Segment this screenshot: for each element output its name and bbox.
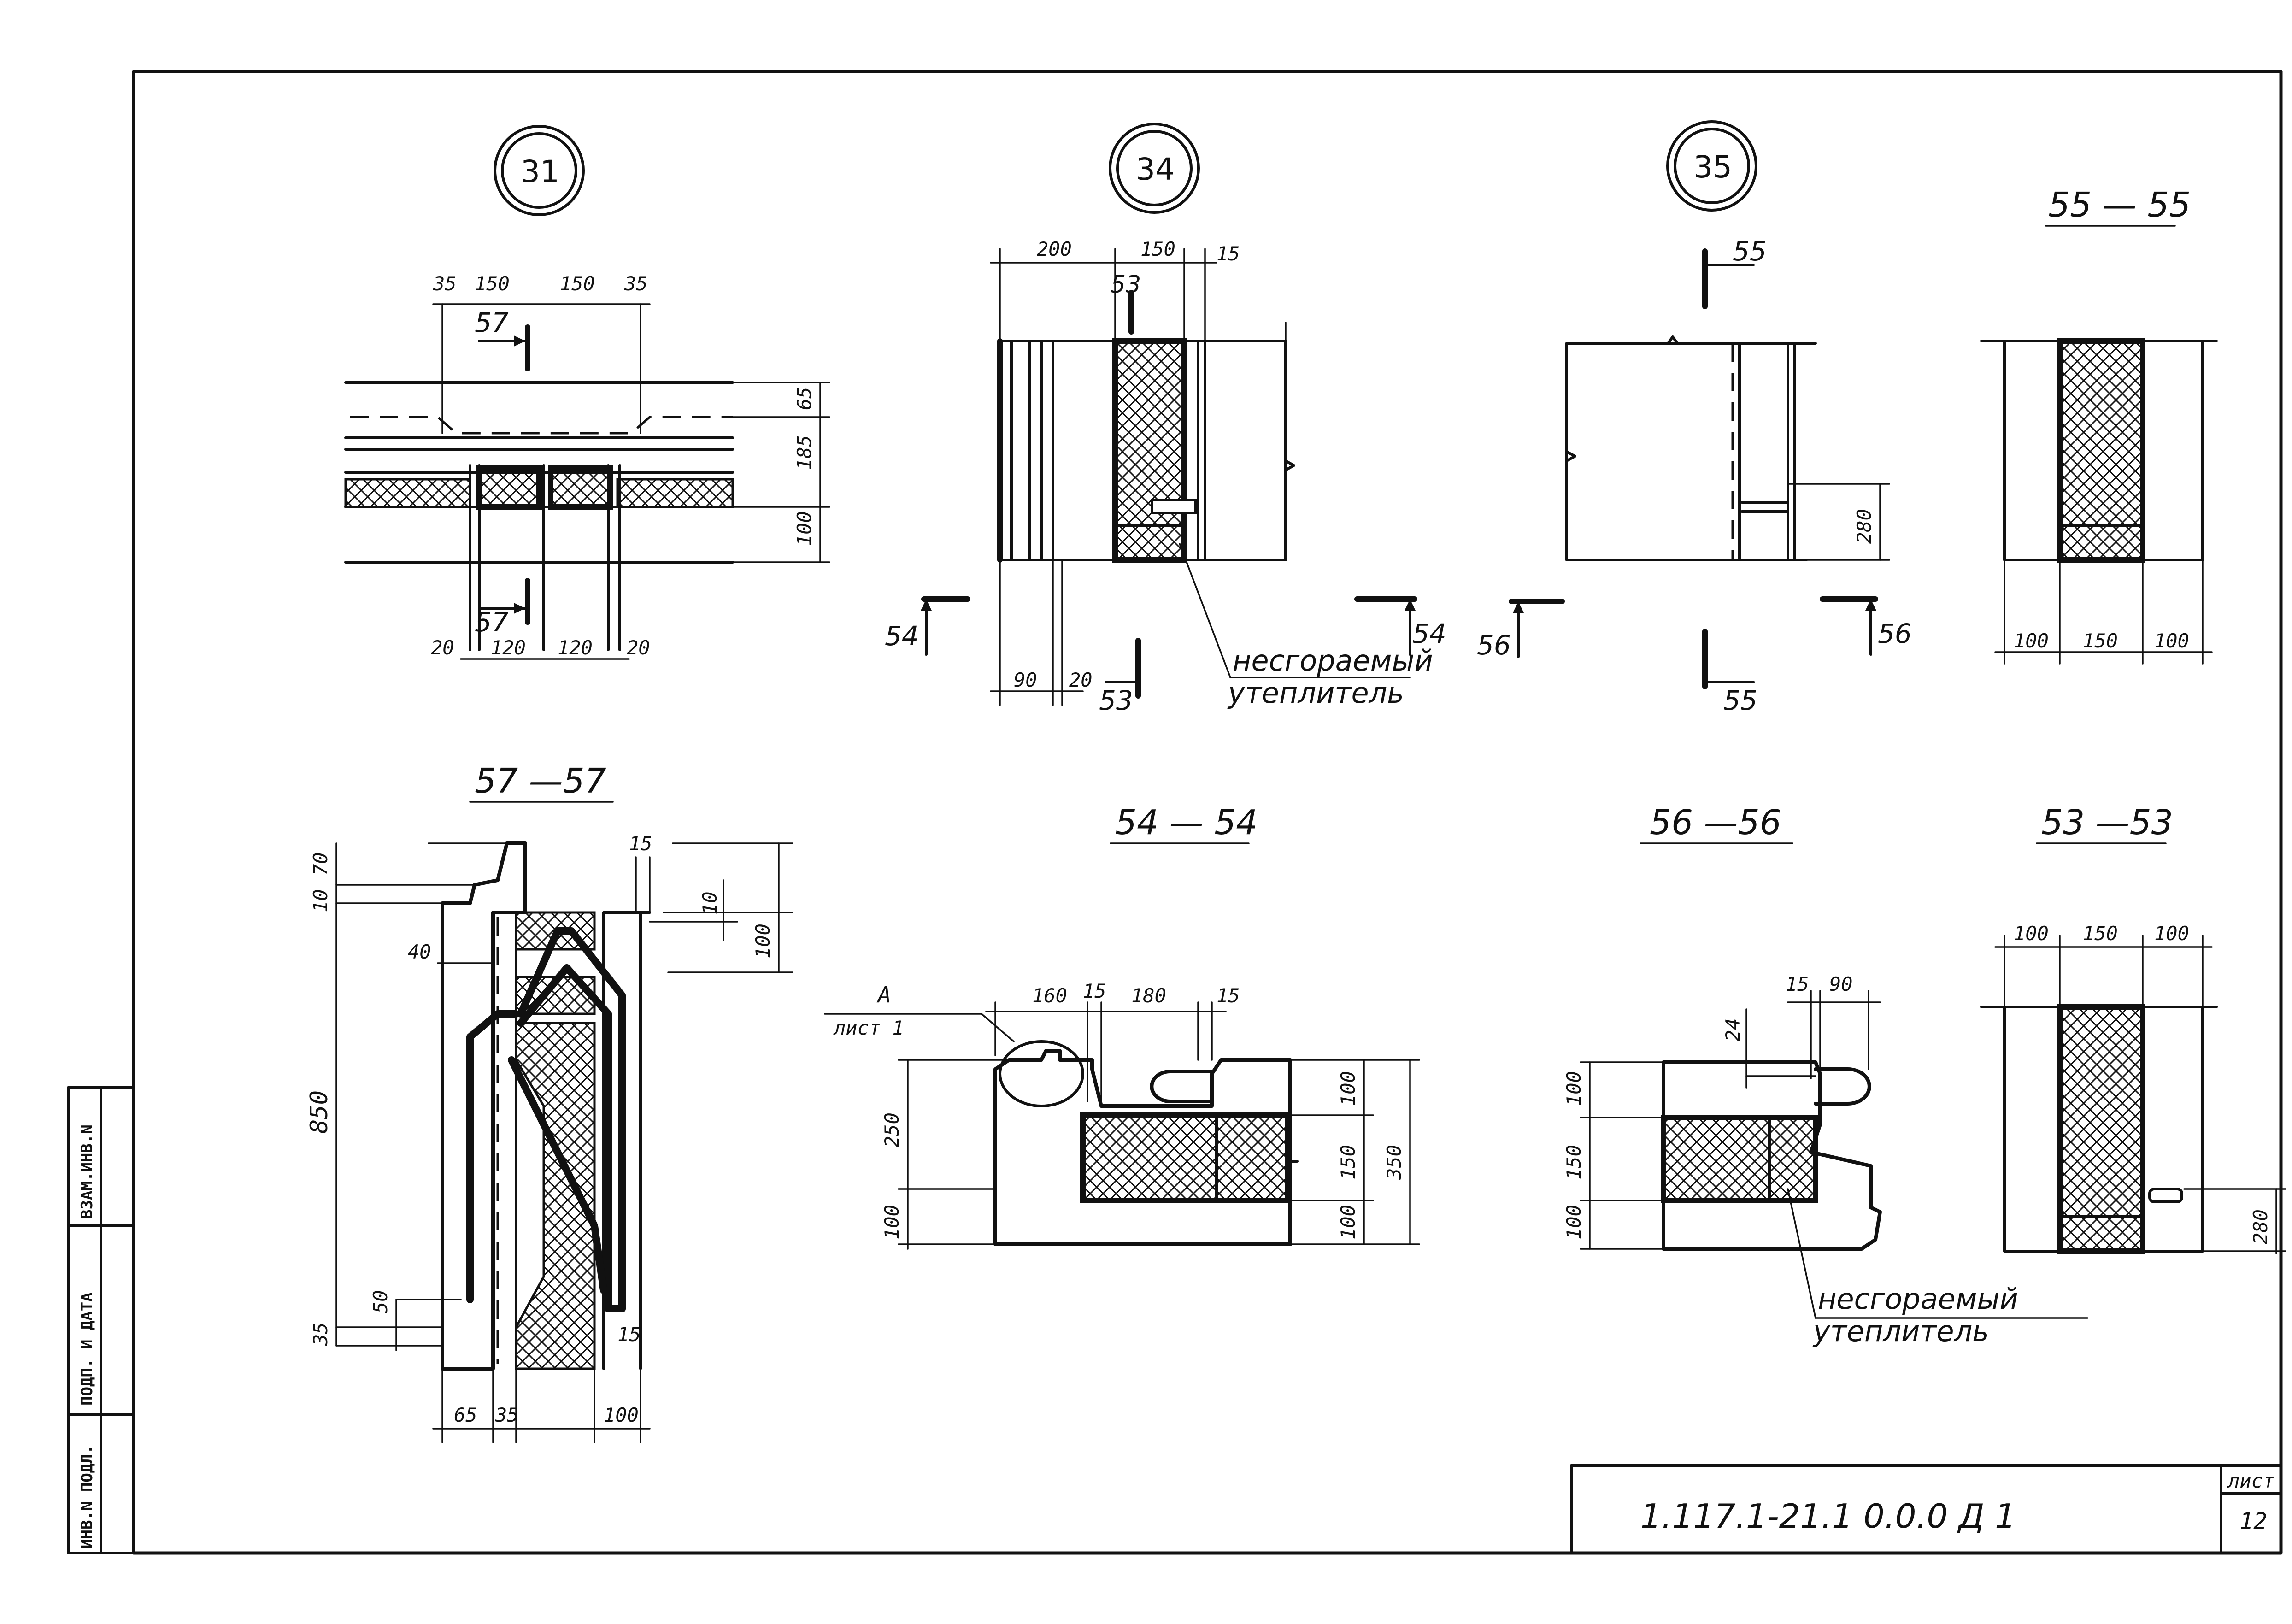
section-title-57: 57 —57 <box>475 761 606 801</box>
dim-57-850: 850 <box>306 1090 333 1134</box>
dim-53-100b: 100 <box>2154 922 2189 945</box>
callout-34-number: 34 <box>1136 152 1175 187</box>
dim-34-200: 200 <box>1037 238 1072 260</box>
callout-31-number: 31 <box>521 154 559 189</box>
section-mark-54-right: 54 <box>1412 618 1446 649</box>
section-57-57: 57 —57 70 10 850 35 50 40 15 <box>306 761 793 1443</box>
dim-54-100b: 100 <box>1337 1205 1359 1240</box>
note-ref-a: А <box>876 982 891 1008</box>
section-54-54: 54 — 54 А лист 1 160 15 180 15 250 100 <box>824 803 1420 1250</box>
section-55-55: 55 — 55 100 150 100 <box>1980 185 2218 665</box>
section-53-53: 53 —53 100 150 100 280 <box>1980 803 2286 1254</box>
dim-57-10: 10 <box>309 889 332 912</box>
dim-31-35b: 35 <box>624 272 648 295</box>
note-56-line2: утеплитель <box>1812 1314 1989 1348</box>
dim-31-100: 100 <box>793 511 816 546</box>
dim-57-50: 50 <box>369 1290 392 1313</box>
dim-55-150: 150 <box>2083 630 2118 652</box>
dim-34-90: 90 <box>1014 669 1037 691</box>
note-34-line2: утеплитель <box>1227 676 1404 710</box>
dim-31-150a: 150 <box>475 272 510 295</box>
note-56-line1: несгораемый <box>1818 1282 2018 1316</box>
dim-54-100-left: 100 <box>881 1205 903 1240</box>
stamp-replace-inv: ВЗАМ.ИНВ.N <box>78 1124 96 1219</box>
section-mark-57-bottom: 57 <box>475 606 509 638</box>
callout-35-number: 35 <box>1693 149 1732 185</box>
detail-35: 280 55 55 56 56 <box>1477 235 1912 716</box>
sheet-number: 12 <box>2239 1508 2267 1535</box>
title-block: 1.117.1-21.1 0.0.0 Д 1 лист 12 <box>1640 1470 2274 1536</box>
dim-57-100-right: 100 <box>752 924 774 959</box>
dim-54-100a: 100 <box>1337 1071 1359 1106</box>
dim-35-280: 280 <box>1853 509 1875 544</box>
dim-31-120a: 120 <box>491 636 526 659</box>
dim-31-20b: 20 <box>627 636 650 659</box>
dim-54-15a: 15 <box>1083 980 1106 1002</box>
dim-53-100a: 100 <box>2014 922 2049 945</box>
stamp-sign-date: ПОДП. И ДАТА <box>78 1292 96 1406</box>
section-title-54: 54 — 54 <box>1115 803 1258 842</box>
section-mark-55-top: 55 <box>1733 235 1767 267</box>
callout-31: 31 <box>494 125 585 216</box>
dim-56-90: 90 <box>1829 973 1853 995</box>
dim-34-15: 15 <box>1217 242 1240 265</box>
section-mark-53-top: 53 <box>1111 271 1141 299</box>
dim-54-150: 150 <box>1337 1145 1359 1180</box>
dim-31-150b: 150 <box>560 272 595 295</box>
section-mark-57-top: 57 <box>475 307 509 338</box>
dim-56-100b: 100 <box>1563 1205 1585 1240</box>
dim-56-24: 24 <box>1722 1018 1744 1041</box>
callout-35: 35 <box>1666 120 1757 212</box>
section-title-56: 56 —56 <box>1650 803 1781 842</box>
dim-57-35-left: 35 <box>309 1322 332 1346</box>
note-ref-sheet: лист 1 <box>833 1017 904 1039</box>
detail-31: 57 57 35 150 150 35 65 185 100 20 120 12… <box>344 272 830 660</box>
dim-57-15-top: 15 <box>629 832 652 855</box>
dim-55-100b: 100 <box>2154 630 2189 652</box>
dim-31-20a: 20 <box>431 636 454 659</box>
dim-57-65: 65 <box>454 1404 477 1426</box>
sheet-frame <box>67 70 2283 1555</box>
dim-56-15: 15 <box>1786 973 1809 995</box>
dim-54-250: 250 <box>881 1112 903 1147</box>
dim-57-40: 40 <box>408 941 431 963</box>
dim-56-100a: 100 <box>1563 1071 1585 1106</box>
dim-53-150: 150 <box>2083 922 2118 945</box>
section-mark-53-bottom: 53 <box>1099 685 1133 716</box>
side-stamp: ИНВ.N ПОДЛ. ПОДП. И ДАТА ВЗАМ.ИНВ.N <box>78 1124 96 1548</box>
callout-34: 34 <box>1109 123 1200 214</box>
dim-34-150: 150 <box>1140 238 1175 260</box>
section-title-53: 53 —53 <box>2041 803 2173 842</box>
note-34-line1: несгораемый <box>1233 644 1433 677</box>
section-mark-56-right: 56 <box>1878 618 1912 649</box>
dim-54-160: 160 <box>1032 984 1067 1007</box>
section-mark-56-left: 56 <box>1477 630 1511 661</box>
document-code: 1.117.1-21.1 0.0.0 Д 1 <box>1640 1497 2016 1536</box>
dim-53-280: 280 <box>2249 1209 2272 1244</box>
section-title-55: 55 — 55 <box>2048 185 2191 225</box>
sheet-label: лист <box>2227 1470 2274 1492</box>
dim-56-150: 150 <box>1563 1145 1585 1180</box>
dim-31-120b: 120 <box>558 636 593 659</box>
dim-31-35a: 35 <box>433 272 457 295</box>
dim-57-15-bottom: 15 <box>617 1323 641 1346</box>
dim-57-100-bottom: 100 <box>604 1404 639 1426</box>
dim-54-15b: 15 <box>1217 984 1240 1007</box>
dim-54-180: 180 <box>1131 984 1166 1007</box>
dim-55-100a: 100 <box>2014 630 2049 652</box>
section-56-56: 56 —56 15 90 24 100 150 100 несгораемый … <box>1563 803 2088 1348</box>
dim-31-65: 65 <box>793 387 816 410</box>
dim-57-10-right: 10 <box>699 891 721 915</box>
detail-34: 200 150 15 53 53 54 54 90 20 несгораемый… <box>885 238 1446 716</box>
section-mark-55-bottom: 55 <box>1723 685 1757 716</box>
section-mark-54-left: 54 <box>885 620 919 652</box>
stamp-inv-orig: ИНВ.N ПОДЛ. <box>78 1445 96 1548</box>
dim-34-20: 20 <box>1069 669 1093 691</box>
dim-57-35-bottom: 35 <box>495 1404 519 1426</box>
dim-54-350: 350 <box>1383 1145 1405 1180</box>
dim-57-70: 70 <box>309 852 332 876</box>
dim-31-185: 185 <box>793 435 816 470</box>
